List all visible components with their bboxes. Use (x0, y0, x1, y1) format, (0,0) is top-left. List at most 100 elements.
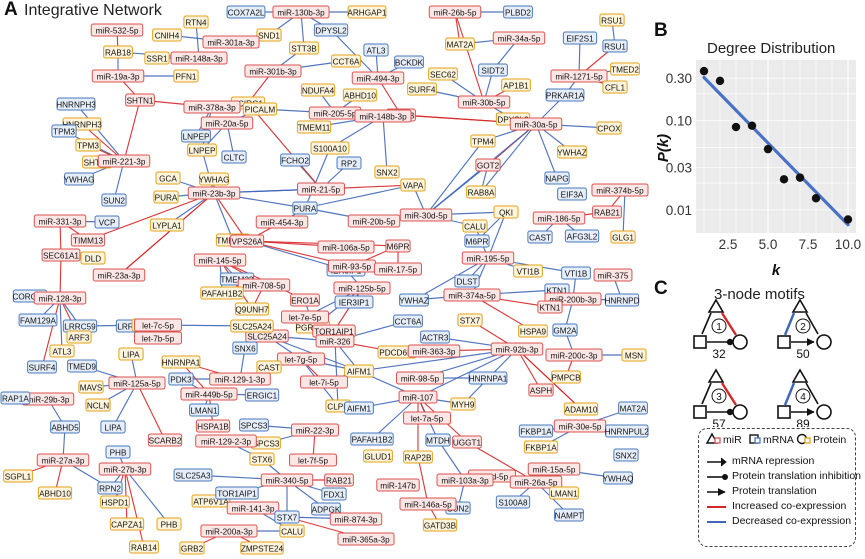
mrna-node: NAPG (544, 171, 570, 185)
decreased-co-expression-edge (304, 147, 331, 209)
mir-node: miR-200c-3p (545, 348, 603, 362)
node-label: VCP (99, 218, 116, 227)
node-label: RP2 (341, 159, 357, 168)
node-label: ATP6V1A (193, 497, 229, 506)
node-label: miR-30d-5p (405, 211, 448, 220)
node-label: miR-374a-5p (448, 291, 496, 300)
node-label: PHB (110, 448, 127, 457)
protein-node: AIFM1 (344, 364, 374, 378)
mrna-node: DLST (454, 274, 480, 288)
node-label: CCT6A (333, 57, 360, 66)
mir-node: let-7f-5p (289, 453, 337, 467)
protein-node: S100A10 (310, 141, 350, 155)
protein-node: GRB2 (179, 541, 205, 555)
legend-increased-co-expression: Increased co-expression (732, 500, 847, 512)
node-label: TOR1AIP1 (314, 327, 354, 336)
mrna-node: HNRNPD (604, 293, 640, 307)
legend-mrna-repression: mRNA repression (732, 455, 815, 467)
mir-node: VPS26A (229, 234, 265, 248)
mir-node: miR-125b-5p (333, 281, 391, 295)
protein-node: RAP2B (403, 450, 433, 464)
decreased-co-expression-edge (480, 123, 537, 193)
node-label: PICALM (245, 105, 276, 114)
node-label: miR-378a-3p (188, 103, 236, 112)
legend-protein-translation-inhibition: Protein translation inhibition (732, 470, 861, 482)
node-label: ACTR3 (422, 333, 449, 342)
node-label: PRKAR1A (546, 91, 585, 100)
node-label: miR-301a-3p (207, 38, 255, 47)
node-label: SUN2 (103, 196, 125, 205)
node-label: YWHAZ (399, 296, 429, 305)
node-label: BCKDK (395, 58, 424, 67)
node-label: miR-17-5p (379, 265, 418, 274)
node-label: TPM3 (77, 141, 99, 150)
mir-node: miR-148b-3p (354, 109, 412, 123)
node-label: SURF4 (29, 363, 56, 372)
mir-node: miR-107 (398, 390, 438, 404)
decreased-co-expression-edge (425, 140, 484, 216)
protein-node: PURA (153, 190, 179, 204)
node-label: MTDH (426, 436, 450, 445)
mrna-node: PLBD2 (503, 5, 533, 19)
mir-node: let-7i-5p (300, 375, 348, 389)
node-label: miR-15a-5p (533, 465, 576, 474)
node-label: LRRC59 (64, 322, 96, 331)
mir-node: miR-532-5p (90, 23, 144, 37)
motif-count: 89 (796, 417, 810, 427)
mir-node: miR-23b-3p (187, 186, 241, 200)
node-label: PURA (294, 204, 317, 213)
mrna-node: RP2 (336, 156, 362, 170)
mir-triangle-icon (707, 298, 725, 313)
data-point (779, 175, 789, 184)
node-label: FDX1 (324, 490, 345, 499)
data-point (731, 122, 741, 132)
decreased-co-expression-edge (334, 340, 339, 407)
node-label: DLD (85, 254, 101, 263)
node-label: let-7g-5p (285, 355, 318, 364)
mir-node: miR-200a-3p (200, 524, 258, 538)
mir-node: miR-331-3p (33, 214, 87, 228)
data-point (699, 66, 709, 76)
motif-count: 57 (712, 417, 726, 427)
node-label: let-7e-5p (289, 313, 322, 322)
node-label: FKBP1A (520, 427, 552, 436)
mrna-node: BCKDK (394, 55, 424, 69)
node-label: ASPH (530, 386, 552, 395)
mir-node: miR-128-3p (33, 291, 87, 305)
mir-node: miR-148a-3p (170, 51, 228, 65)
node-label: PURA (155, 193, 178, 202)
node-label: NCLN (87, 401, 109, 410)
node-label: STX7 (277, 513, 298, 522)
mrna-node: SIDT2 (478, 63, 508, 77)
node-label: GRB2 (181, 544, 204, 553)
data-point (795, 173, 805, 182)
protein-node: VTI1B (513, 264, 543, 278)
node-label: AIFM1 (347, 404, 372, 413)
node-label: SHTN1 (84, 158, 111, 167)
node-label: S100A8 (498, 498, 528, 507)
mir-node: RAB21 (324, 473, 354, 487)
mrna-node: PRKAR1A (545, 88, 585, 102)
mrna-node: SPCS3 (239, 418, 269, 432)
panel-c-letter: C (654, 278, 668, 299)
node-label: LNPEP (183, 132, 210, 141)
node-label: YWHAZ (557, 148, 587, 157)
node-label: GM2A (553, 326, 577, 335)
mir-node: SCARB2 (147, 433, 183, 447)
protein-node: PMPCB (551, 370, 581, 384)
decreased-co-expression-edge (487, 211, 507, 259)
node-label: PLBD2 (505, 8, 531, 17)
y-tick-label: 0.10 (666, 114, 692, 129)
mir-node: KTN1 (537, 300, 563, 314)
data-point (763, 144, 773, 154)
node-label: M6PR (387, 242, 410, 251)
protein-node: CCT6A (331, 54, 361, 68)
mir-node: miR-454-3p (255, 215, 309, 229)
node-label: HSPD1 (101, 498, 129, 507)
node-label: miR-374b-5p (596, 186, 644, 195)
node-label: miR-21-5p (302, 185, 341, 194)
motif-number: 4 (800, 392, 806, 403)
node-label: miR-1271-5p (555, 72, 603, 81)
node-label: STX6 (252, 455, 273, 464)
